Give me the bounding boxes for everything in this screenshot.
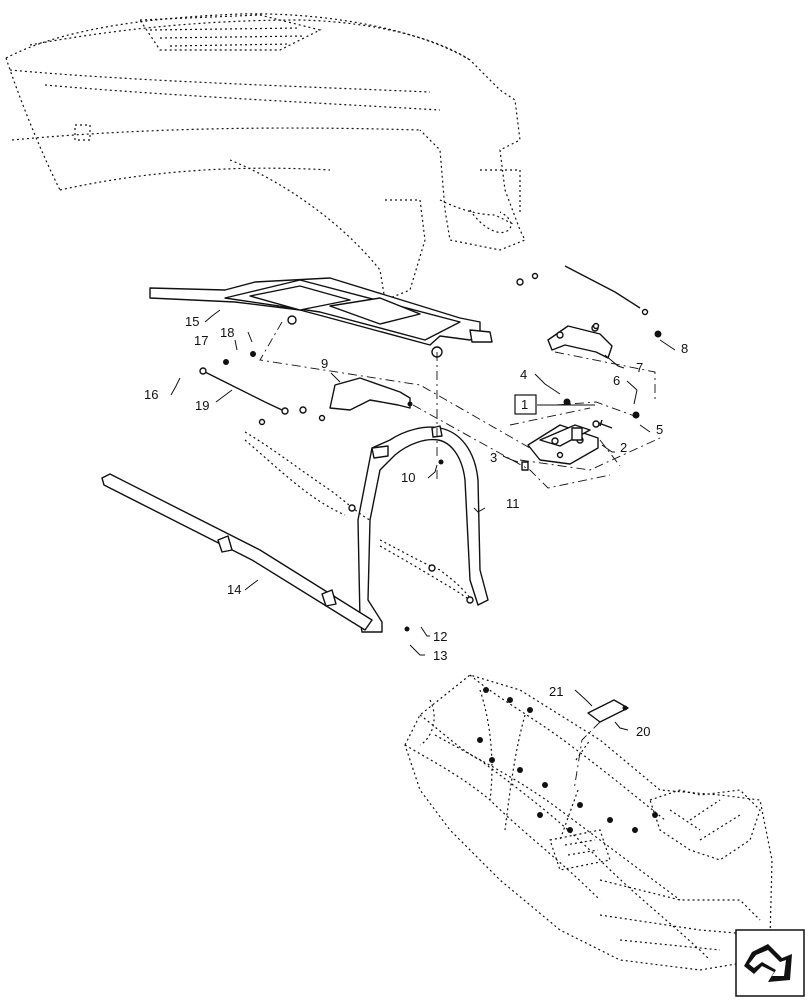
callout-3: 3 [490,450,497,465]
callout-4: 4 [520,367,527,382]
navigation-arrow-icon[interactable] [735,929,805,997]
dotted-cable-chains [244,431,474,604]
alignment-lines [259,321,661,489]
callout-13: 13 [433,648,447,663]
callout-6: 6 [613,373,620,388]
callout-8: 8 [681,341,688,356]
upper-strut [516,265,649,330]
callout-labels: 2 3 4 5 6 7 8 9 10 11 12 13 14 15 16 17 … [144,314,688,739]
part-2-base-bracket [527,424,599,465]
part-8-nut [654,330,662,338]
reference-box-1: 1 [514,394,595,415]
callout-18: 18 [220,325,234,340]
part-5-bolt [592,419,613,429]
callout-20: 20 [636,724,650,739]
callout-11: 11 [506,496,520,511]
part-6-nut [632,411,640,419]
part-15-support-frame [149,277,493,358]
callout-16: 16 [144,387,158,402]
callout-leaders [170,309,676,731]
hood-assembly [5,13,526,301]
part-9-bracket [329,377,413,411]
part-11-hoop-frame [357,425,489,633]
reference-box-label: 1 [521,397,528,412]
callout-14: 14 [227,582,241,597]
part-3-bolt [521,461,529,471]
part-20-plate [573,699,629,791]
callout-15: 15 [185,314,199,329]
callout-10: 10 [401,470,415,485]
part-14-long-rod [101,473,373,631]
part-4-nut [563,398,571,406]
callout-9: 9 [321,356,328,371]
part-19-gas-strut [199,367,289,415]
callout-17: 17 [194,333,208,348]
front-bumper-assembly [404,674,773,971]
callout-21: 21 [549,684,563,699]
callout-7: 7 [636,360,643,375]
callout-19: 19 [195,398,209,413]
fasteners-left [223,351,444,632]
callout-2: 2 [620,440,627,455]
callout-12: 12 [433,629,447,644]
callout-5: 5 [656,422,663,437]
part-7-upper-bracket [547,324,613,359]
